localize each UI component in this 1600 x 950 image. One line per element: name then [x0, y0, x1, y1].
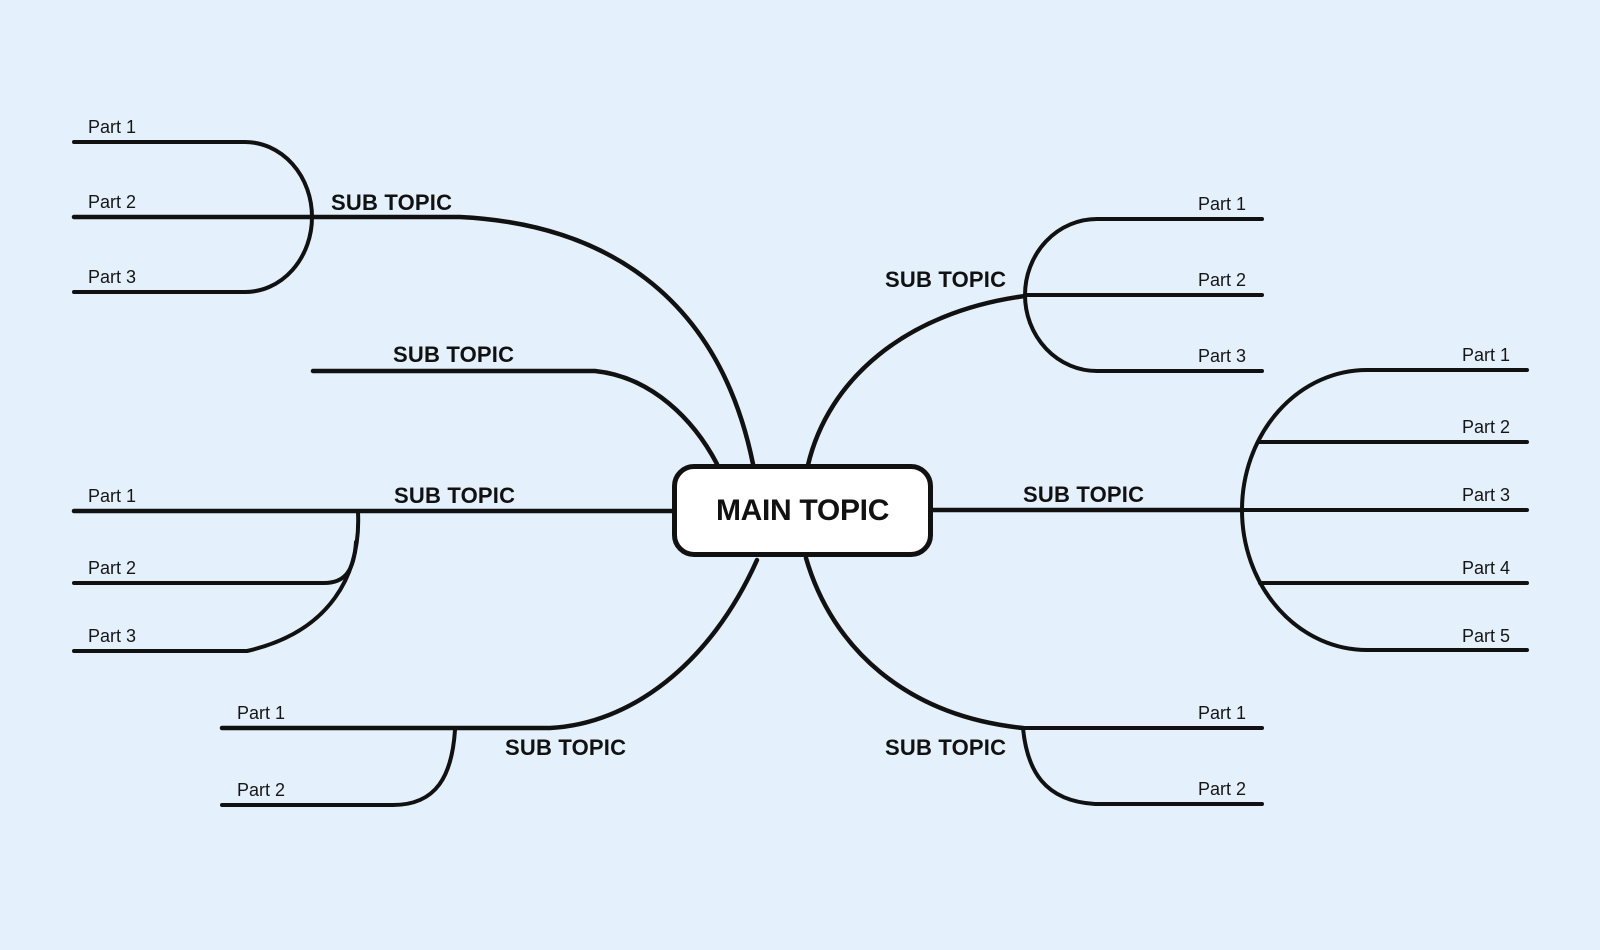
- subtopic-label-bottom-right[interactable]: SUB TOPIC: [885, 735, 1007, 760]
- subtopic-label-middle-right[interactable]: SUB TOPIC: [1023, 482, 1145, 507]
- branch-bottom-left-part2-connector: [220, 728, 457, 807]
- part-label[interactable]: Part 2: [1198, 270, 1247, 290]
- branch-middle-left-part3-connector: [72, 510, 361, 653]
- part-label[interactable]: Part 2: [1462, 417, 1511, 437]
- main-topic-label: MAIN TOPIC: [715, 493, 890, 527]
- part-label[interactable]: Part 1: [1198, 703, 1247, 723]
- subtopic-label-upper-left[interactable]: SUB TOPIC: [393, 342, 515, 367]
- part-label[interactable]: Part 4: [1462, 558, 1511, 578]
- part-label[interactable]: Part 1: [88, 486, 137, 506]
- part-label[interactable]: Part 1: [1198, 194, 1247, 214]
- branch-upper-left-line: [310, 368, 720, 467]
- subtopic-label-top-left[interactable]: SUB TOPIC: [331, 190, 453, 215]
- part-label[interactable]: Part 1: [88, 117, 137, 137]
- branch-bottom-right-line: [803, 555, 1026, 731]
- part-label[interactable]: Part 3: [88, 267, 137, 287]
- branch-bottom-right-part2-connector: [1021, 726, 1264, 806]
- part-label[interactable]: Part 2: [88, 558, 137, 578]
- part-label[interactable]: Part 3: [1462, 485, 1511, 505]
- subtopic-label-middle-left[interactable]: SUB TOPIC: [394, 483, 516, 508]
- branch-bottom-left-line: [219, 557, 760, 731]
- subtopic-label-top-right[interactable]: SUB TOPIC: [885, 267, 1007, 292]
- part-label[interactable]: Part 2: [1198, 779, 1247, 799]
- branch-top-left-line: [71, 214, 756, 467]
- part-label[interactable]: Part 1: [237, 703, 286, 723]
- subtopic-label-bottom-left[interactable]: SUB TOPIC: [505, 735, 627, 760]
- part-label[interactable]: Part 5: [1462, 626, 1511, 646]
- branch-middle-left-part2-connector: [72, 540, 358, 585]
- part-label[interactable]: Part 3: [1198, 346, 1247, 366]
- part-label[interactable]: Part 2: [88, 192, 137, 212]
- part-label[interactable]: Part 2: [237, 780, 286, 800]
- part-label[interactable]: Part 1: [1462, 345, 1511, 365]
- part-label[interactable]: Part 3: [88, 626, 137, 646]
- main-topic-node[interactable]: MAIN TOPIC: [672, 464, 933, 557]
- branch-top-right-line: [805, 293, 1028, 468]
